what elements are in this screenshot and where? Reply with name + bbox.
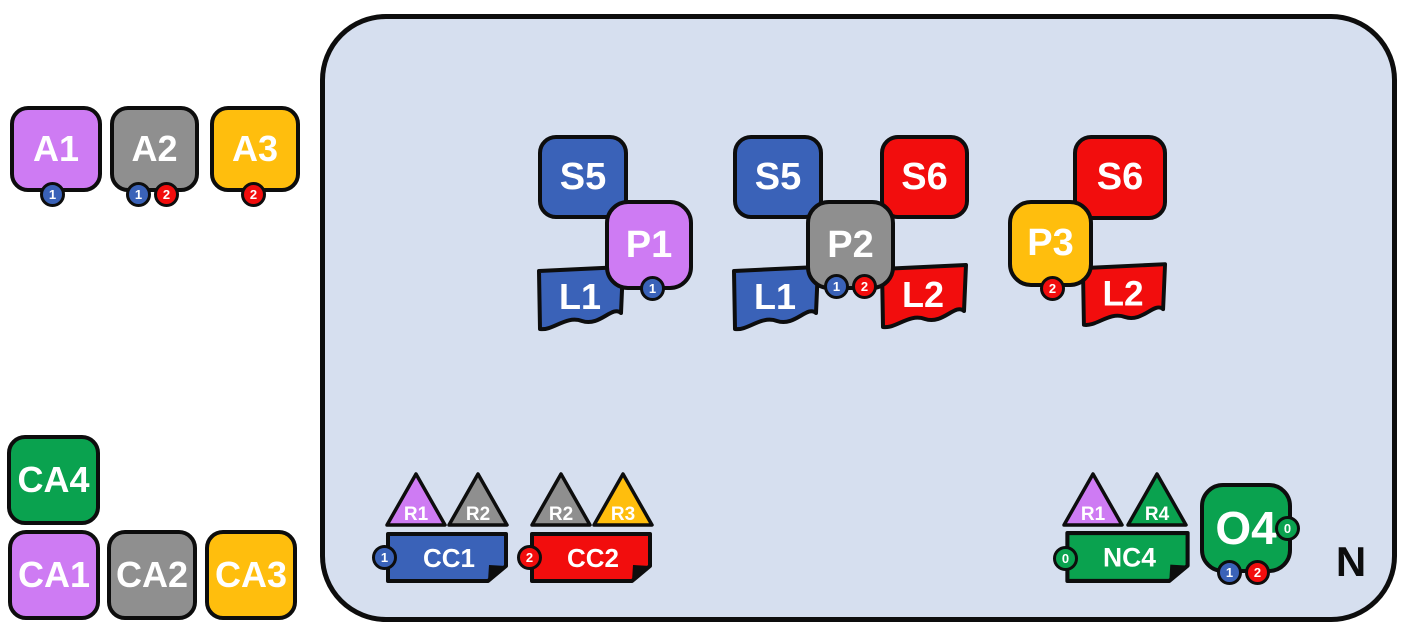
skill-box-s6: S6 xyxy=(880,135,969,219)
svg-text:L2: L2 xyxy=(1102,274,1143,313)
log-flag-l2: L2 xyxy=(1080,262,1168,327)
output-box-o4: O4 xyxy=(1200,483,1292,573)
token-badge: 2 xyxy=(517,545,542,570)
svg-text:L2: L2 xyxy=(902,274,944,315)
token-badge: 1 xyxy=(372,545,397,570)
svg-text:L1: L1 xyxy=(754,276,796,317)
skill-box-s6: S6 xyxy=(1073,135,1167,220)
contract-card-cc1: CC1 xyxy=(386,532,508,583)
svg-text:R1: R1 xyxy=(1081,504,1106,525)
token-badge: 2 xyxy=(1040,276,1065,301)
role-triangle-r2: R2 xyxy=(447,472,509,527)
token-badge: 1 xyxy=(126,182,151,207)
token-badge: 2 xyxy=(241,182,266,207)
candidate-label: CA2 xyxy=(115,554,189,595)
token-badge: 2 xyxy=(1245,560,1270,585)
agent-label: A2 xyxy=(131,128,178,169)
svg-text:R1: R1 xyxy=(404,504,429,525)
role-triangle-r3: R3 xyxy=(592,472,654,527)
agent-box-a1: A1 xyxy=(10,106,102,192)
token-badge: 0 xyxy=(1275,516,1300,541)
svg-text:NC4: NC4 xyxy=(1103,543,1156,573)
token-badge: 1 xyxy=(640,276,665,301)
token-badge: 1 xyxy=(1217,560,1242,585)
log-flag-l1: L1 xyxy=(537,265,625,332)
token-badge: 0 xyxy=(1053,546,1078,571)
plan-box-p2: P2 xyxy=(806,200,895,290)
candidate-label: CA1 xyxy=(17,554,91,595)
candidate-label: CA4 xyxy=(17,459,90,500)
candidate-box-ca1: CA1 xyxy=(8,530,100,620)
role-triangle-r1: R1 xyxy=(385,472,447,527)
agent-label: A3 xyxy=(231,128,279,169)
token-badge: 2 xyxy=(154,182,179,207)
token-badge: 2 xyxy=(852,274,877,299)
role-triangle-r1: R1 xyxy=(1062,472,1124,527)
plan-box-p1: P1 xyxy=(605,200,693,290)
role-triangle-r2: R2 xyxy=(530,472,592,527)
candidate-label: CA3 xyxy=(214,554,288,595)
token-badge: 1 xyxy=(824,274,849,299)
svg-text:R4: R4 xyxy=(1145,504,1170,525)
token-badge: 1 xyxy=(40,182,65,207)
svg-text:CC2: CC2 xyxy=(567,543,619,573)
plan-box-p3: P3 xyxy=(1008,200,1093,287)
log-flag-l1: L1 xyxy=(732,265,820,332)
svg-text:R2: R2 xyxy=(466,504,490,525)
contract-card-cc2: CC2 xyxy=(530,532,652,583)
skill-box-s5: S5 xyxy=(733,135,823,219)
skill-box-s5: S5 xyxy=(538,135,628,219)
candidate-box-ca4: CA4 xyxy=(7,435,100,525)
role-triangle-r4: R4 xyxy=(1126,472,1188,527)
svg-text:R2: R2 xyxy=(549,504,573,525)
contract-card-nc4: NC4 xyxy=(1065,531,1190,583)
agent-label: A1 xyxy=(32,128,80,169)
agent-box-a3: A3 xyxy=(210,106,300,192)
node-label: N xyxy=(1335,538,1367,585)
svg-text:L1: L1 xyxy=(559,276,601,317)
agent-box-a2: A2 xyxy=(110,106,199,192)
candidate-box-ca3: CA3 xyxy=(205,530,297,620)
svg-text:R3: R3 xyxy=(611,504,635,525)
svg-text:CC1: CC1 xyxy=(423,543,475,573)
candidate-box-ca2: CA2 xyxy=(107,530,197,620)
log-flag-l2: L2 xyxy=(880,263,968,330)
